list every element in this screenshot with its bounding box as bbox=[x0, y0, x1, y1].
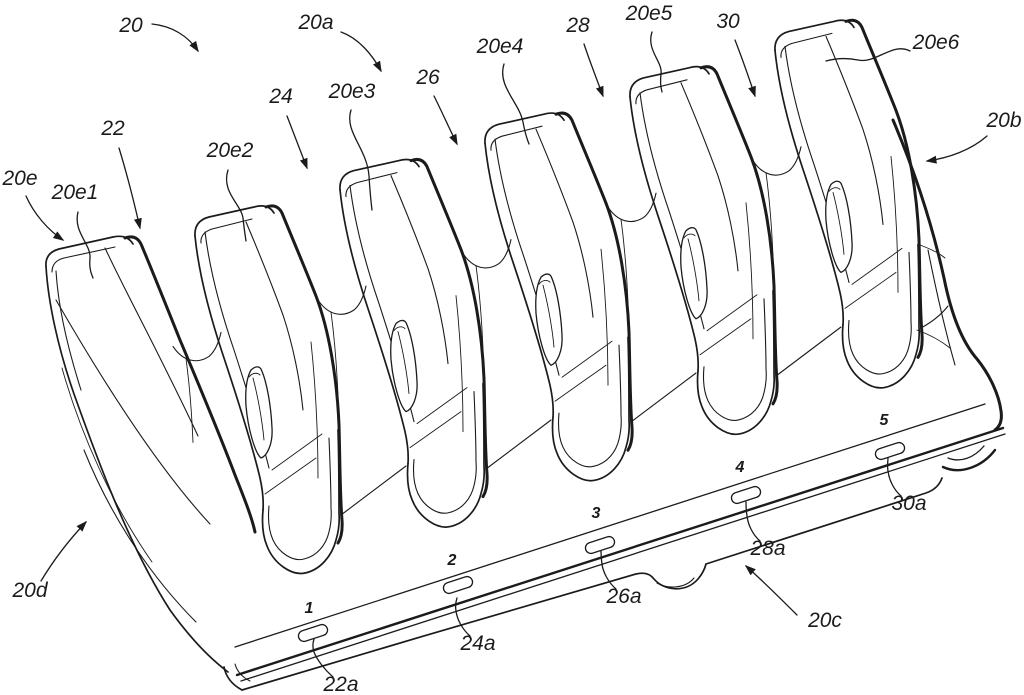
ref-label-28: 28 bbox=[565, 14, 590, 37]
arrow-20 bbox=[151, 23, 199, 53]
ref-label-22: 22 bbox=[100, 117, 125, 140]
ref-label-20b: 20b bbox=[985, 109, 1021, 132]
divider-wall-5 bbox=[628, 65, 779, 437]
ref-label-30: 30 bbox=[716, 10, 740, 33]
slot-number-2: 2 bbox=[447, 552, 457, 569]
arrow-24 bbox=[286, 115, 308, 170]
leader-30a bbox=[886, 457, 902, 497]
ref-label-20: 20 bbox=[118, 14, 143, 37]
ref-label-20d: 20d bbox=[11, 579, 48, 602]
slot-number-5: 5 bbox=[880, 412, 890, 429]
ref-label-20e1: 20e1 bbox=[51, 181, 99, 204]
ref-label-20e4: 20e4 bbox=[476, 35, 524, 58]
leader-20e2 bbox=[225, 169, 247, 242]
indicator-window-1 bbox=[296, 622, 330, 644]
ref-label-20e6: 20e6 bbox=[912, 31, 960, 54]
arrow-30 bbox=[734, 39, 756, 98]
leader-22a bbox=[312, 638, 334, 678]
arrow-20a bbox=[340, 31, 382, 73]
arrow-28 bbox=[583, 43, 604, 98]
arrow-20c bbox=[744, 565, 798, 616]
ref-label-26: 26 bbox=[415, 66, 440, 89]
ref-label-20e2: 20e2 bbox=[206, 139, 254, 162]
arrow-22 bbox=[118, 147, 142, 230]
arrow-20d bbox=[40, 520, 88, 582]
ref-label-20c: 20c bbox=[807, 609, 842, 632]
slot-number-3: 3 bbox=[592, 505, 601, 522]
ref-label-22a: 22a bbox=[322, 673, 358, 695]
slot-number-1: 1 bbox=[305, 600, 314, 617]
leader-20e3 bbox=[349, 109, 373, 211]
slot-number-4: 4 bbox=[735, 459, 745, 476]
divider-wall-4 bbox=[483, 111, 634, 483]
indicator-window-3 bbox=[583, 534, 617, 556]
housing-base bbox=[45, 265, 1006, 691]
leader-20e4 bbox=[502, 63, 530, 145]
divider-wall-6 bbox=[773, 18, 924, 390]
leader-28a bbox=[745, 501, 761, 542]
ref-label-24a: 24a bbox=[459, 632, 495, 655]
ref-label-20a: 20a bbox=[297, 11, 333, 34]
leader-20e6 bbox=[825, 48, 911, 62]
ref-label-30a: 30a bbox=[891, 492, 926, 515]
divider-wall-3 bbox=[338, 157, 489, 529]
ref-label-28a: 28a bbox=[749, 537, 785, 560]
ref-label-20e5: 20e5 bbox=[625, 2, 673, 25]
ref-label-26a: 26a bbox=[605, 585, 641, 608]
slot-numbers: 1 2 3 4 5 bbox=[305, 412, 890, 617]
leader-24a bbox=[454, 597, 471, 637]
arrow-26 bbox=[433, 95, 458, 146]
ref-label-24: 24 bbox=[268, 85, 292, 108]
right-end-cap bbox=[891, 118, 1003, 432]
ref-label-20e: 20e bbox=[1, 167, 37, 190]
ref-label-20e3: 20e3 bbox=[328, 80, 376, 103]
arrow-20b bbox=[925, 135, 988, 164]
leader-20e5 bbox=[650, 31, 663, 93]
arrow-20e bbox=[25, 195, 65, 241]
leader-26a bbox=[600, 550, 617, 590]
indicator-window-5 bbox=[873, 440, 907, 462]
leader-20e1 bbox=[76, 211, 94, 279]
